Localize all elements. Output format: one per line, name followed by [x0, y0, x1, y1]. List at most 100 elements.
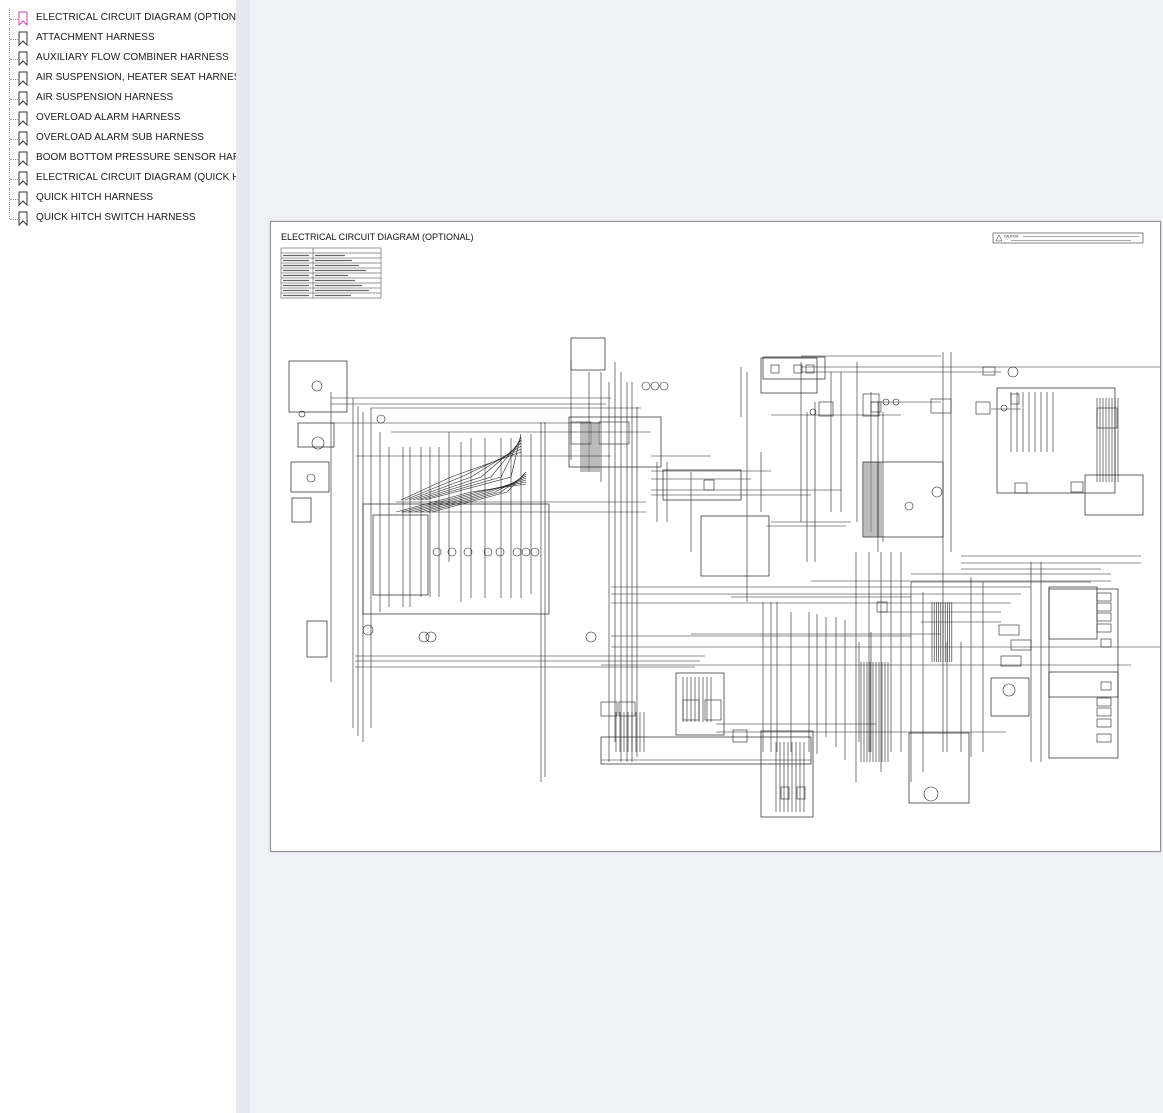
bookmark-label: AUXILIARY FLOW COMBINER HARNESS	[36, 52, 229, 63]
wire	[408, 445, 522, 501]
connector-block	[598, 421, 630, 445]
connector-block	[1096, 592, 1112, 602]
wire	[424, 433, 522, 501]
bookmark-item[interactable]: OVERLOAD ALARM SUB HARNESS	[0, 129, 236, 149]
connector-block	[982, 366, 996, 376]
wire	[425, 473, 527, 513]
connector-block	[862, 393, 880, 417]
component-box	[675, 672, 725, 736]
component-box	[568, 416, 662, 468]
bookmark-icon	[18, 131, 28, 146]
caution-note: CAUTION	[992, 232, 1144, 244]
bookmark-icon	[18, 51, 28, 66]
tree-connector	[9, 49, 19, 69]
connector-block	[570, 421, 592, 445]
component-box	[662, 469, 742, 501]
caution-label: CAUTION	[1004, 235, 1019, 239]
component-symbol	[530, 547, 540, 557]
connector-block	[770, 364, 780, 374]
bookmark-label: ATTACHMENT HARNESS	[36, 32, 155, 43]
connector-block	[1100, 681, 1112, 691]
component-box	[1048, 588, 1119, 698]
component-symbol	[311, 380, 323, 392]
panel-splitter[interactable]	[236, 0, 481, 1113]
connector-block	[1096, 407, 1118, 429]
bookmark-label: AIR SUSPENSION HARNESS	[36, 92, 174, 103]
component-symbol	[483, 547, 493, 557]
connector-block	[1096, 623, 1112, 633]
component-symbol	[376, 414, 386, 424]
connector-block	[1096, 707, 1112, 717]
bookmark-item[interactable]: AIR SUSPENSION, HEATER SEAT HARNESS	[0, 69, 236, 89]
connector-block	[732, 729, 748, 743]
component-symbol	[650, 381, 660, 391]
component-box	[1048, 671, 1119, 759]
component-symbol	[1000, 404, 1008, 412]
tree-connector	[9, 129, 19, 149]
tree-connector	[9, 9, 19, 29]
tree-connector	[9, 69, 19, 89]
tree-connector	[9, 149, 19, 169]
component-symbol	[362, 624, 374, 636]
bookmark-list: ELECTRICAL CIRCUIT DIAGRAM (OPTIONAL) ATT…	[0, 0, 236, 229]
circuit-diagram: ELECTRICAL CIRCUIT DIAGRAM (OPTIONAL)	[280, 232, 1160, 818]
bookmark-icon	[18, 191, 28, 206]
connector-block	[870, 401, 882, 413]
bookmark-item[interactable]: ELECTRICAL CIRCUIT DIAGRAM (OPTIONAL)	[0, 9, 236, 29]
wire	[431, 471, 527, 513]
bookmark-icon	[18, 211, 28, 226]
bookmark-item[interactable]: AIR SUSPENSION HARNESS	[0, 89, 236, 109]
bookmark-label: ELECTRICAL CIRCUIT DIAGRAM (QUICK HITCH)	[36, 172, 236, 183]
bookmark-icon	[18, 71, 28, 86]
bookmark-item[interactable]: QUICK HITCH HARNESS	[0, 189, 236, 209]
wire	[412, 442, 522, 501]
tree-connector	[9, 109, 19, 129]
table-entries	[283, 254, 369, 297]
bookmarks-panel: ELECTRICAL CIRCUIT DIAGRAM (OPTIONAL) ATT…	[0, 0, 236, 1113]
component-symbol	[298, 410, 306, 418]
connector-block	[682, 699, 700, 721]
component-symbol	[809, 408, 817, 416]
bookmark-item[interactable]: BOOM BOTTOM PRESSURE SENSOR HARNESS	[0, 149, 236, 169]
component-box	[297, 422, 335, 448]
bookmark-icon	[18, 111, 28, 126]
wiring	[330, 352, 1160, 812]
component-symbol	[447, 547, 457, 557]
component-box	[290, 461, 330, 493]
component-symbol	[585, 631, 597, 643]
component-box	[362, 503, 550, 615]
document-viewer[interactable]: ELECTRICAL CIRCUIT DIAGRAM (OPTIONAL)	[250, 0, 1163, 1113]
bookmark-icon	[18, 31, 28, 46]
component-symbol	[425, 631, 437, 643]
component-symbol	[1007, 366, 1019, 378]
connector-block	[805, 364, 815, 374]
bookmark-item[interactable]: AUXILIARY FLOW COMBINER HARNESS	[0, 49, 236, 69]
connector-block	[1096, 602, 1112, 612]
bookmark-item[interactable]: ATTACHMENT HARNESS	[0, 29, 236, 49]
component-box	[291, 497, 312, 523]
bookmark-item[interactable]: OVERLOAD ALARM HARNESS	[0, 109, 236, 129]
bookmark-item[interactable]: ELECTRICAL CIRCUIT DIAGRAM (QUICK HITCH)	[0, 169, 236, 189]
bookmark-item[interactable]: QUICK HITCH SWITCH HARNESS	[0, 209, 236, 229]
component-symbol	[463, 547, 473, 557]
connector-block	[1014, 482, 1028, 494]
component-box	[570, 337, 606, 371]
component-box	[600, 736, 812, 765]
connector-block	[600, 701, 618, 717]
connector-block	[1010, 393, 1020, 405]
component-box	[862, 461, 944, 538]
component-boxes	[288, 337, 1144, 818]
component-box	[1048, 586, 1098, 640]
connector-block	[793, 364, 803, 374]
connector-block	[618, 701, 636, 717]
bookmark-icon	[18, 11, 28, 26]
component-symbol	[882, 398, 890, 406]
bookmark-label: ELECTRICAL CIRCUIT DIAGRAM (OPTIONAL)	[36, 12, 236, 23]
bookmark-icon	[18, 171, 28, 186]
component-box	[760, 730, 814, 818]
wire	[416, 439, 522, 501]
component-symbol	[512, 547, 522, 557]
connector-block	[818, 401, 834, 417]
connector-block	[1100, 638, 1112, 648]
bookmark-label: OVERLOAD ALARM HARNESS	[36, 112, 181, 123]
